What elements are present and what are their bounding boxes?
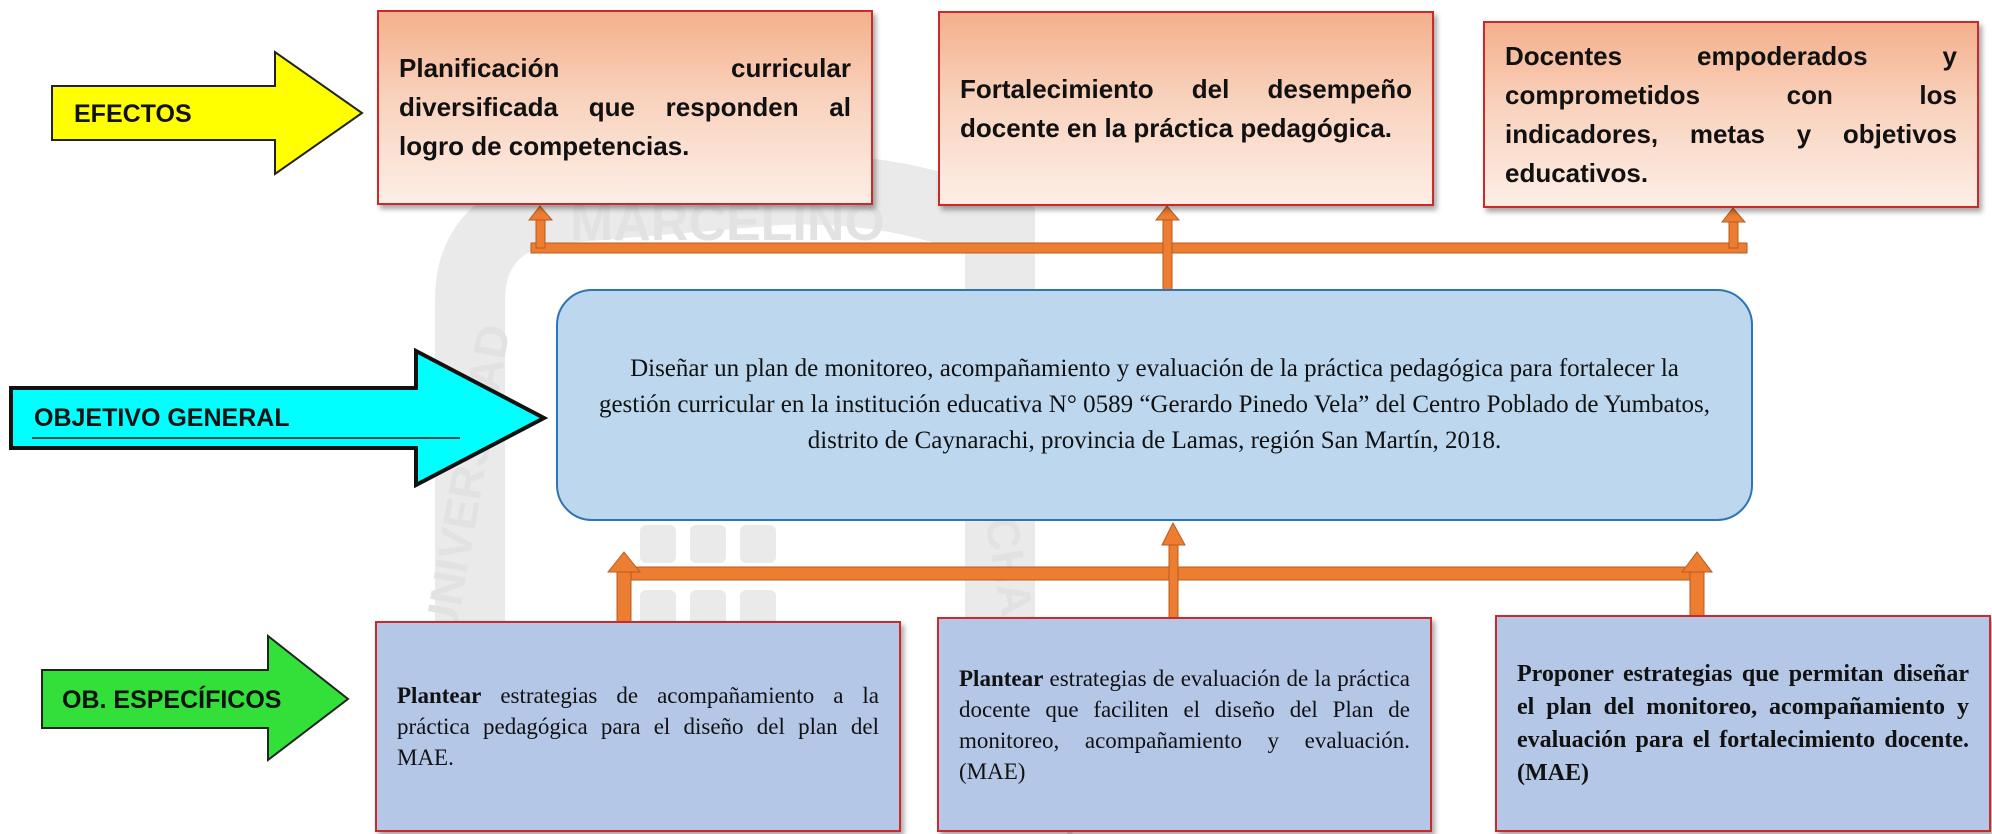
specific-rest-1: estrategias de acompañamiento a la práct… — [397, 683, 879, 770]
specific-text-2: Plantear estrategias de evaluación de la… — [959, 663, 1410, 787]
specific-box-2: Plantear estrategias de evaluación de la… — [937, 617, 1432, 832]
connector-up-arrow-5 — [1168, 542, 1179, 623]
connector-arrowhead-2 — [1154, 205, 1181, 221]
objective-arrow-shape — [9, 348, 549, 488]
effect-box-2: Fortalecimiento del desempeño docente en… — [938, 11, 1434, 206]
effect-box-3: Docentes empoderados y comprometidos con… — [1483, 21, 1979, 208]
specific-text-1: Plantear estrategias de acompañamiento a… — [397, 680, 879, 773]
specific-arrow-shape — [41, 634, 350, 763]
connector-arrowhead-3 — [1720, 207, 1747, 223]
specific-box-3: Proponer estrategias que permitan diseña… — [1495, 615, 1991, 832]
effects-label: EFECTOS — [74, 100, 192, 128]
effects-arrow — [51, 50, 364, 176]
specific-lead-2: Plantear — [959, 665, 1044, 691]
specific-lead-1: Plantear — [397, 683, 482, 708]
connector-up-arrow-4 — [616, 569, 632, 623]
general-objective-text: Diseñar un plan de monitoreo, acompañami… — [598, 355, 1711, 454]
effect-text-1: Planificación curricular diversificada q… — [399, 53, 851, 161]
effect-text-3: Docentes empoderados y comprometidos con… — [1505, 40, 1957, 188]
specific-text-3: Proponer estrategias que permitan diseña… — [1517, 658, 1969, 790]
connector-arrowhead-4 — [606, 551, 642, 573]
specific-box-1: Plantear estrategias de acompañamiento a… — [375, 621, 901, 832]
specific-rest-2: estrategias de evaluación de la práctica… — [959, 665, 1410, 784]
specific-arrow — [41, 634, 350, 763]
connector-arrowhead-6 — [1681, 551, 1713, 573]
specific-rest-3: Proponer estrategias que permitan diseña… — [1517, 660, 1969, 786]
connector-arrowhead-1 — [527, 205, 554, 221]
connector-up-arrow-6 — [1689, 569, 1705, 617]
general-objective-box: Diseñar un plan de monitoreo, acompañami… — [556, 289, 1753, 521]
effects-connector-bar — [530, 242, 1748, 254]
specific-label: OB. ESPECÍFICOS — [62, 686, 282, 714]
connector-up-arrow-1 — [535, 217, 546, 249]
objective-label: OBJETIVO GENERAL — [34, 404, 290, 432]
effect-box-1: Planificación curricular diversificada q… — [377, 10, 873, 205]
specifics-connector-bar — [625, 566, 1705, 581]
connector-up-arrow-3 — [1728, 219, 1739, 249]
connector-up-arrow-2 — [1162, 217, 1173, 291]
effects-arrow-shape — [51, 50, 364, 176]
connector-arrowhead-5 — [1161, 521, 1186, 546]
effect-text-2: Fortalecimiento del desempeño docente en… — [960, 73, 1412, 143]
objective-arrow — [9, 348, 549, 488]
